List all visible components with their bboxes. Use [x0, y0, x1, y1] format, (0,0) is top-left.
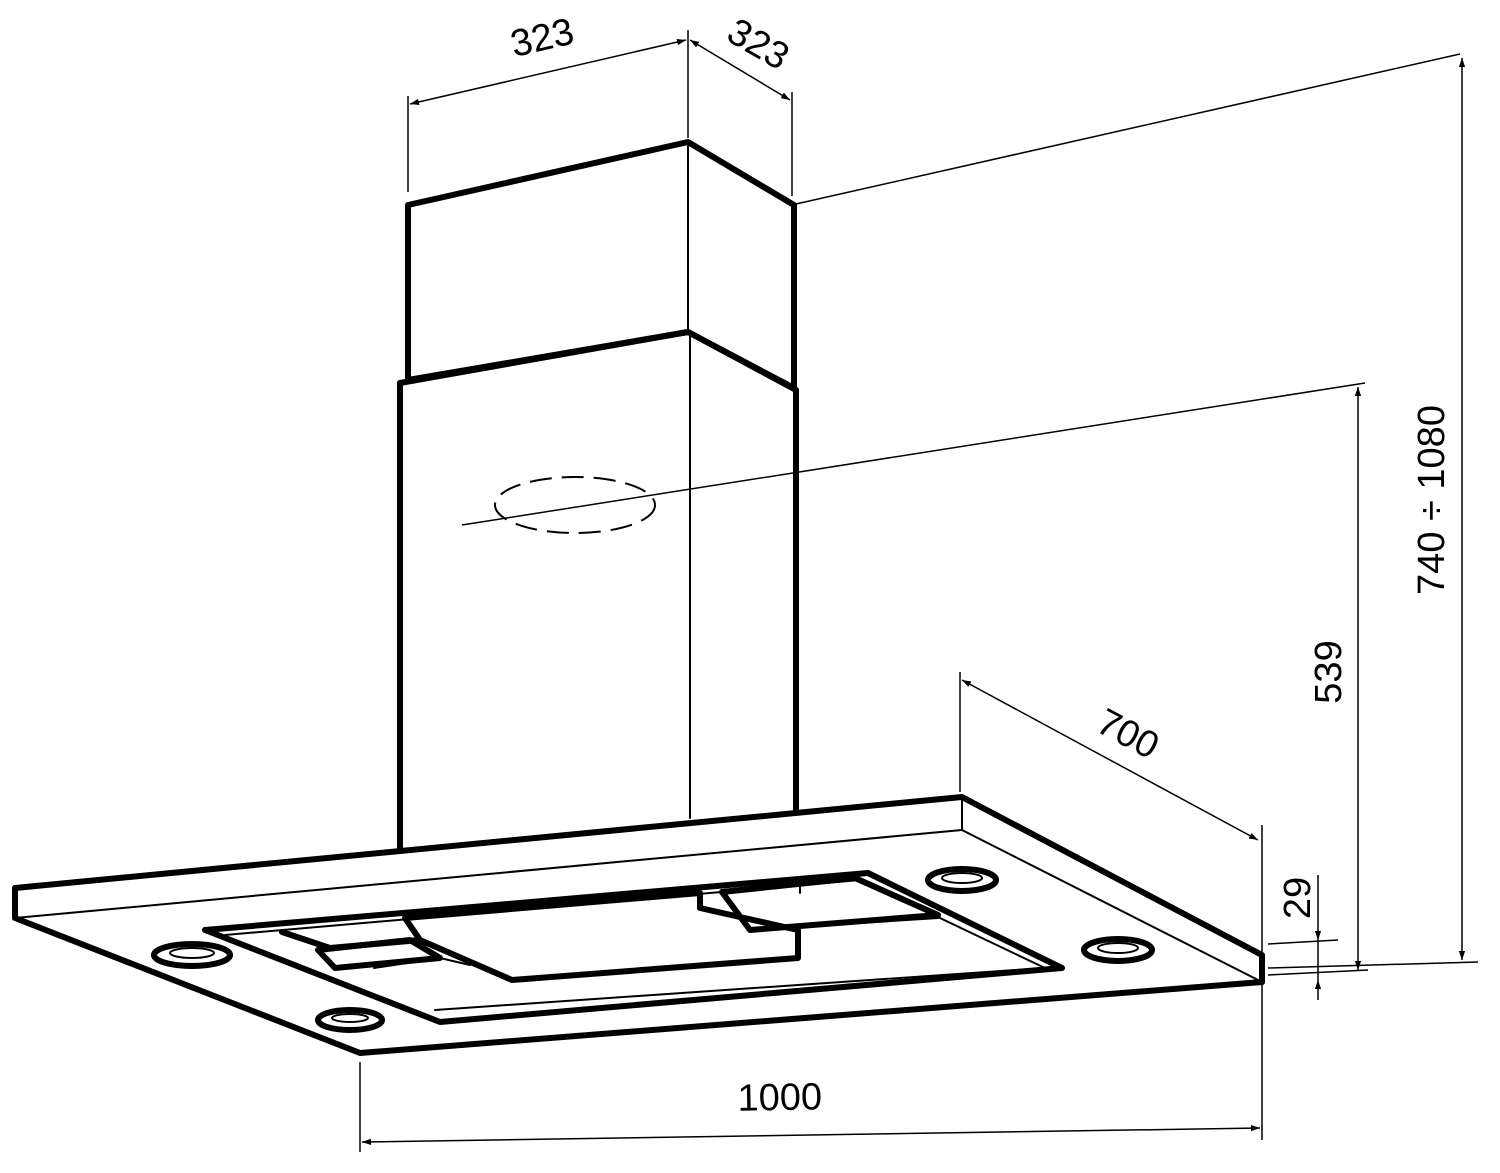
dim-overall-height: 740 ÷ 1080	[1411, 405, 1453, 595]
canopy-lights	[151, 866, 1155, 1033]
light-icon	[151, 941, 233, 969]
light-icon	[169, 947, 215, 959]
light-icon	[1097, 942, 1139, 954]
outlet-leader-line	[461, 382, 1366, 526]
light-icon	[331, 1013, 369, 1023]
canopy	[12, 794, 1265, 1056]
dim-duct-height: 539	[1308, 640, 1350, 703]
light-icon	[925, 866, 999, 894]
light-icon	[1081, 936, 1155, 964]
dim-hood-depth: 700	[1090, 701, 1166, 768]
dimension-lines	[359, 30, 1479, 1152]
upper-chimney	[405, 139, 797, 391]
light-icon	[941, 872, 983, 884]
dim-canopy-thickness: 29	[1277, 877, 1319, 919]
lower-chimney	[397, 329, 799, 853]
dim-chimney-depth: 323	[720, 11, 796, 79]
dim-chimney-width: 323	[507, 11, 578, 66]
dim-hood-width: 1000	[737, 1076, 822, 1119]
filter-panel	[202, 870, 1065, 1025]
light-icon	[315, 1007, 385, 1033]
exhaust-outlet	[494, 476, 656, 534]
